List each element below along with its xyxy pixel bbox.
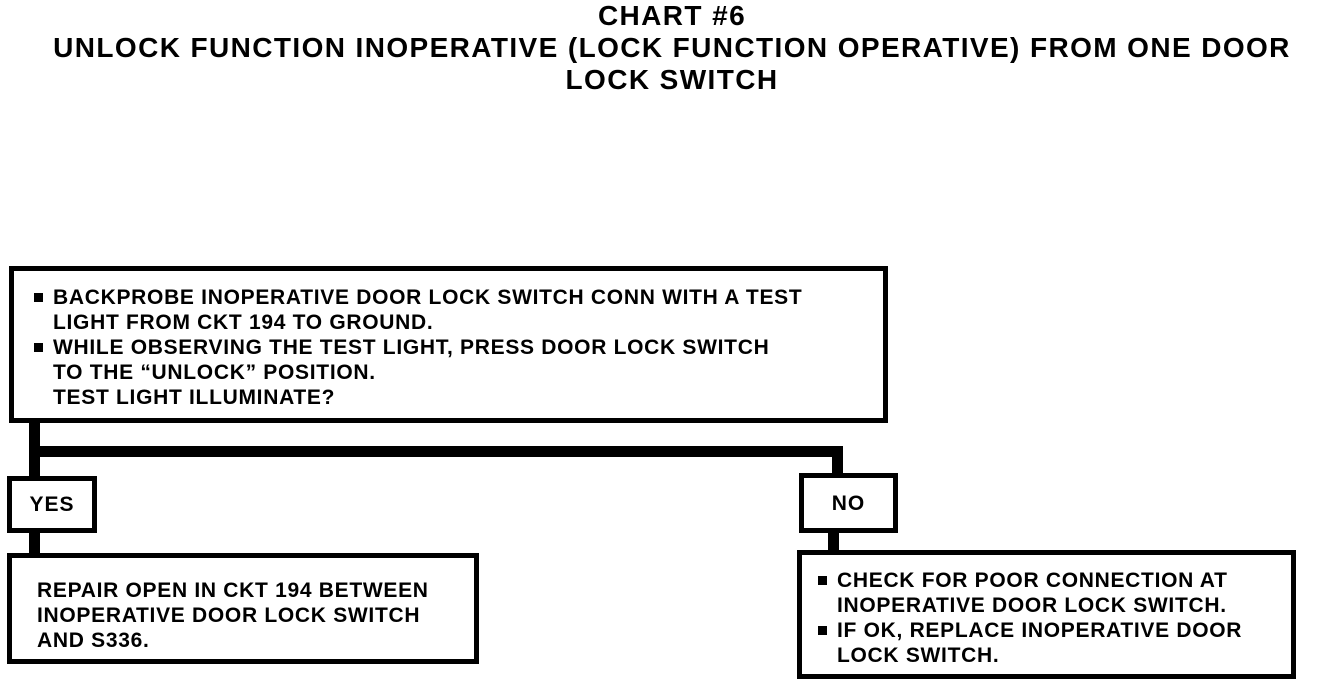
page-subtitle-line-2: LOCK SWITCH	[565, 64, 779, 95]
action-bullet: CHECK FOR POOR CONNECTION AT INOPERATIVE…	[818, 568, 1281, 618]
yes-action-box: REPAIR OPEN IN CKT 194 BETWEEN INOPERATI…	[7, 553, 479, 664]
page-header: CHART #6 UNLOCK FUNCTION INOPERATIVE (LO…	[0, 0, 1344, 96]
bullet-icon	[818, 626, 827, 635]
yes-action-text: REPAIR OPEN IN CKT 194 BETWEEN INOPERATI…	[37, 579, 429, 652]
action-text: CHECK FOR POOR CONNECTION AT INOPERATIVE…	[837, 569, 1228, 617]
instruction-bullet: BACKPROBE INOPERATIVE DOOR LOCK SWITCH C…	[34, 285, 865, 335]
connector-yes-to-action	[29, 531, 40, 555]
connector-to-no	[832, 446, 843, 475]
no-label-box: NO	[799, 473, 898, 533]
no-action-box: CHECK FOR POOR CONNECTION AT INOPERATIVE…	[797, 550, 1296, 679]
yes-label-box: YES	[7, 476, 97, 533]
instruction-bullet: WHILE OBSERVING THE TEST LIGHT, PRESS DO…	[34, 335, 865, 385]
connector-branch-horizontal	[29, 446, 843, 457]
page-subtitle-line-1: UNLOCK FUNCTION INOPERATIVE (LOCK FUNCTI…	[53, 32, 1291, 63]
bullet-icon	[34, 293, 43, 302]
action-text: IF OK, REPLACE INOPERATIVE DOOR LOCK SWI…	[837, 619, 1243, 667]
bullet-icon	[818, 576, 827, 585]
instruction-text: BACKPROBE INOPERATIVE DOOR LOCK SWITCH C…	[53, 286, 803, 334]
question-box: BACKPROBE INOPERATIVE DOOR LOCK SWITCH C…	[9, 266, 888, 423]
question-text: TEST LIGHT ILLUMINATE?	[53, 386, 336, 409]
yes-label: YES	[29, 493, 75, 516]
instruction-text: WHILE OBSERVING THE TEST LIGHT, PRESS DO…	[53, 336, 770, 384]
page-title: CHART #6	[597, 0, 747, 31]
connector-no-to-action	[828, 531, 839, 552]
action-bullet: IF OK, REPLACE INOPERATIVE DOOR LOCK SWI…	[818, 618, 1281, 668]
no-label: NO	[831, 491, 866, 515]
bullet-icon	[34, 343, 43, 352]
